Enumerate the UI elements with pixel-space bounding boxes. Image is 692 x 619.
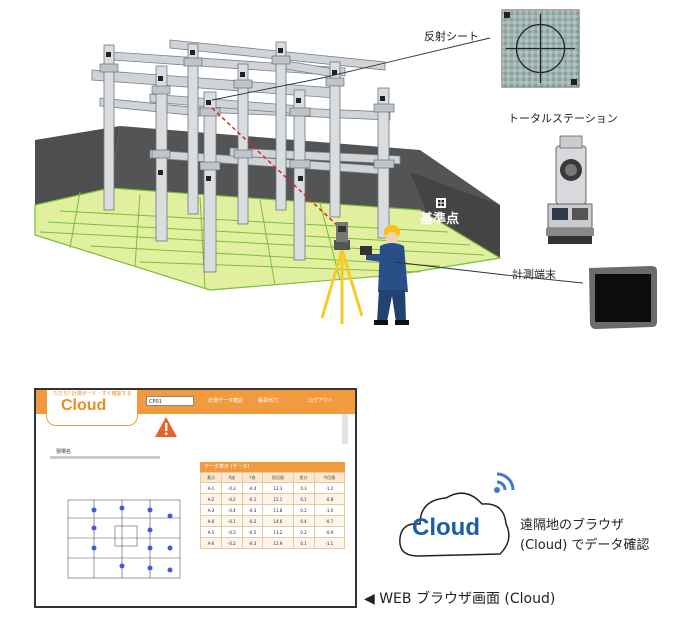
table-cell: 0.1 — [292, 537, 315, 549]
tripod-total-station — [320, 222, 364, 324]
table-cell: A-6 — [199, 537, 223, 549]
table-cell: Y座 — [241, 472, 264, 483]
callout-lines — [211, 37, 584, 284]
worker-figure — [360, 225, 409, 325]
table-cell: 12.3 — [262, 482, 294, 494]
reference-point-label: 基準点 — [420, 212, 460, 227]
table-cell: -0.2 — [221, 537, 243, 549]
table-cell: -0.1 — [241, 493, 264, 505]
table-cell: -0.3 — [241, 537, 264, 549]
table-cell: 13.2 — [262, 526, 294, 538]
table-cell: X座 — [221, 472, 243, 483]
table-cell: 0.1 — [292, 493, 315, 505]
web-browser-caption: ◀ WEB ブラウザ画面 (Cloud) — [364, 591, 556, 607]
post-target-markers — [106, 48, 385, 181]
table-cell: -0.7 — [313, 515, 346, 527]
site-select[interactable]: CP01 — [146, 396, 194, 406]
reflective-sheet-label: 反射シート — [424, 30, 479, 43]
browser-logo-badge: ただち! 計測ボード・すぐ確認する Cloud — [46, 390, 138, 426]
total-station-label: トータルステーション — [508, 112, 618, 125]
table-cell: 0.3 — [292, 482, 315, 494]
cloud-logo-text: Cloud — [412, 514, 480, 541]
browser-header-bar: ただち! 計測ボード・すぐ確認する Cloud CP01 計測データ確認 帳票出… — [36, 390, 355, 426]
tablet-icon — [589, 266, 657, 329]
table-cell: 今回値 — [313, 472, 346, 483]
table-cell: A-2 — [199, 493, 223, 505]
table-cell: -0.2 — [241, 515, 264, 527]
table-cell: -0.4 — [241, 482, 264, 494]
table-cell: -0.2 — [221, 493, 243, 505]
menu-item-report[interactable]: 帳票出力 — [258, 398, 279, 404]
web-browser-screenshot: ただち! 計測ボード・すぐ確認する Cloud CP01 計測データ確認 帳票出… — [34, 388, 357, 608]
table-cell: 0.4 — [292, 515, 315, 527]
scaffold-brackets — [99, 55, 395, 171]
site-back-wall — [35, 126, 120, 205]
wifi-icon — [494, 472, 515, 493]
table-cell: 差分 — [292, 472, 315, 483]
site-right-wall — [410, 172, 500, 258]
table-cell: -1.0 — [313, 504, 346, 516]
laser-beam — [211, 107, 341, 229]
remote-browser-label-line1: 遠隔地のブラウザ — [520, 518, 625, 533]
table-cell: -0.8 — [313, 493, 346, 505]
table-cell: A-4 — [199, 515, 223, 527]
table-cell: -0.3 — [241, 504, 264, 516]
table-cell: 15.1 — [262, 493, 294, 505]
cloud-icon — [399, 492, 510, 557]
table-cell: A-5 — [199, 526, 223, 538]
warning-icon — [155, 417, 177, 437]
floor-plan-drawing — [67, 499, 181, 579]
menu-item-measurement[interactable]: 計測データ確認 — [208, 398, 244, 404]
table-cell: -0.9 — [313, 526, 346, 538]
table-cell: A-3 — [199, 504, 223, 516]
browser-tagline: ただち! 計測ボード・すぐ確認する — [53, 391, 132, 397]
table-cell: -0.3 — [221, 526, 243, 538]
table-cell: 14.6 — [262, 515, 294, 527]
table-cell: -0.3 — [221, 482, 243, 494]
table-cell: -0.5 — [241, 526, 264, 538]
remote-browser-label-line2: (Cloud) でデータ確認 — [520, 538, 650, 553]
measurement-terminal-label: 計測端末 — [512, 268, 556, 281]
construction-scaffold-illustration — [34, 9, 657, 329]
table-cell: 前回値 — [262, 472, 294, 483]
browser-scrollbar[interactable] — [342, 414, 348, 444]
table-cell: 11.8 — [262, 504, 294, 516]
table-cell: -0.1 — [221, 515, 243, 527]
target-icon — [501, 9, 580, 88]
section-label: 現場名 — [56, 449, 72, 455]
browser-logo: Cloud — [61, 397, 107, 414]
menu-item-logout[interactable]: ログアウト — [308, 398, 334, 404]
table-cell: 0.2 — [292, 526, 315, 538]
table-cell: -1.1 — [313, 537, 346, 549]
section-underline — [50, 456, 160, 459]
table-cell: -1.2 — [313, 482, 346, 494]
data-panel-header: データ表示 (データ) — [200, 462, 345, 472]
reference-marker-icon — [436, 198, 446, 208]
table-cell: 12.9 — [262, 537, 294, 549]
total-station-icon — [546, 135, 594, 244]
table-cell: 基点 — [199, 472, 223, 483]
table-cell: 0.2 — [292, 504, 315, 516]
table-cell: A-1 — [199, 482, 223, 494]
table-cell: -0.4 — [221, 504, 243, 516]
